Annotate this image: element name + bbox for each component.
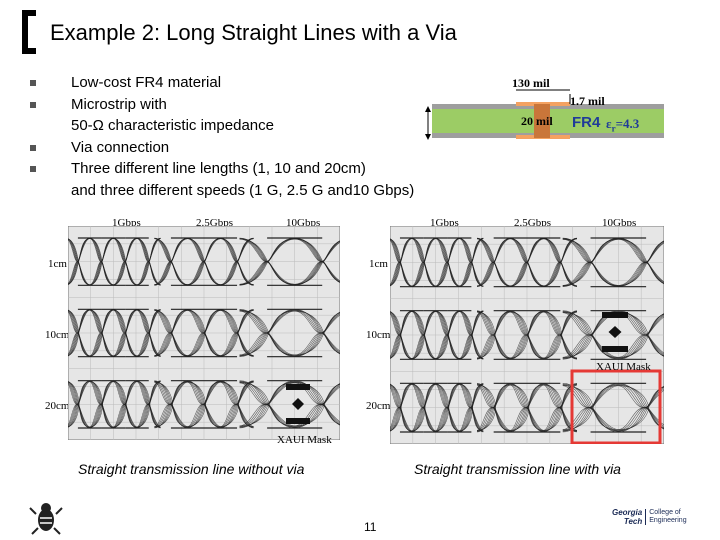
caption-with-via: Straight transmission line with via (414, 461, 621, 477)
bullet-marker (30, 144, 36, 151)
bullet-item: Microstrip with (30, 94, 414, 116)
page-number: 11 (364, 520, 377, 534)
mask-label-right: XAUI Mask (596, 361, 651, 373)
row-label-10cm-right: 10cm (366, 329, 391, 341)
permittivity-label: εr=4.3 (606, 116, 640, 134)
row-label-1cm-right: 1cm (369, 258, 388, 270)
eye-cell (239, 308, 340, 358)
via-barrel (534, 104, 550, 138)
row-label-20cm: 20cm (45, 400, 70, 412)
eye-cell (239, 380, 340, 429)
eye-cell (154, 380, 254, 429)
xaui-mask (602, 312, 628, 352)
eye-cell (154, 237, 254, 286)
thickness-label: 1.7 mil (570, 94, 605, 108)
eye-cell (68, 380, 161, 429)
trace-width-label: 130 mil (512, 76, 550, 90)
eye-cell (390, 237, 484, 288)
eye-cell (390, 310, 484, 360)
eye-diagram-panel-with-via (390, 226, 664, 444)
bullet-list: Low-cost FR4 material Microstrip with 50… (30, 72, 414, 201)
via-width-label: 20 mil (521, 114, 553, 128)
row-label-20cm-right: 20cm (366, 400, 391, 412)
slide-title: Example 2: Long Straight Lines with a Vi… (50, 20, 457, 45)
eye-cell (476, 310, 578, 360)
row-label-10cm: 10cm (45, 329, 70, 341)
bullet-item: Via connection (30, 137, 414, 159)
eye-cell (68, 237, 161, 286)
mask-label-left: XAUI Mask (277, 434, 332, 446)
bullet-marker (30, 101, 36, 108)
pcb-stackup-diagram (425, 89, 664, 140)
bullet-marker (30, 80, 36, 86)
institution-logo: Georgia Tech College of Engineering (612, 508, 687, 526)
eye-diagram-panel-without-via (68, 226, 340, 440)
caption-without-via: Straight transmission line without via (78, 461, 305, 477)
mascot-logo (29, 503, 63, 535)
highlight-box (570, 369, 662, 444)
eye-cell (476, 382, 578, 433)
bullet-item: 50-Ω characteristic impedance (71, 117, 274, 134)
bullet-item: Low-cost FR4 material (30, 72, 414, 94)
eye-cell (239, 237, 340, 286)
eye-cell (68, 308, 161, 358)
eye-cell (476, 237, 578, 288)
xaui-mask (286, 384, 310, 424)
eye-cell (562, 237, 664, 288)
bullet-item: and three different speeds (1 G, 2.5 G a… (71, 181, 415, 199)
title-bracket (22, 10, 36, 54)
eye-cell (390, 382, 484, 433)
bullet-item: Three different line lengths (1, 10 and … (30, 158, 414, 180)
eye-cell (154, 308, 254, 358)
row-label-1cm: 1cm (48, 258, 67, 270)
material-label: FR4 (572, 114, 601, 131)
bullet-marker (30, 166, 36, 172)
